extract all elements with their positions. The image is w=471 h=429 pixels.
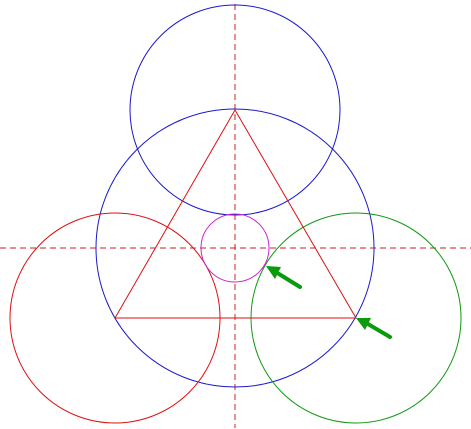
- big-circle: [95, 108, 375, 388]
- arrow-inner-tangent: [266, 266, 302, 289]
- arrow-right-vertex: [356, 318, 392, 339]
- inner-circle: [200, 213, 270, 283]
- top-circle: [129, 4, 341, 216]
- equilateral-triangle: [114, 109, 357, 319]
